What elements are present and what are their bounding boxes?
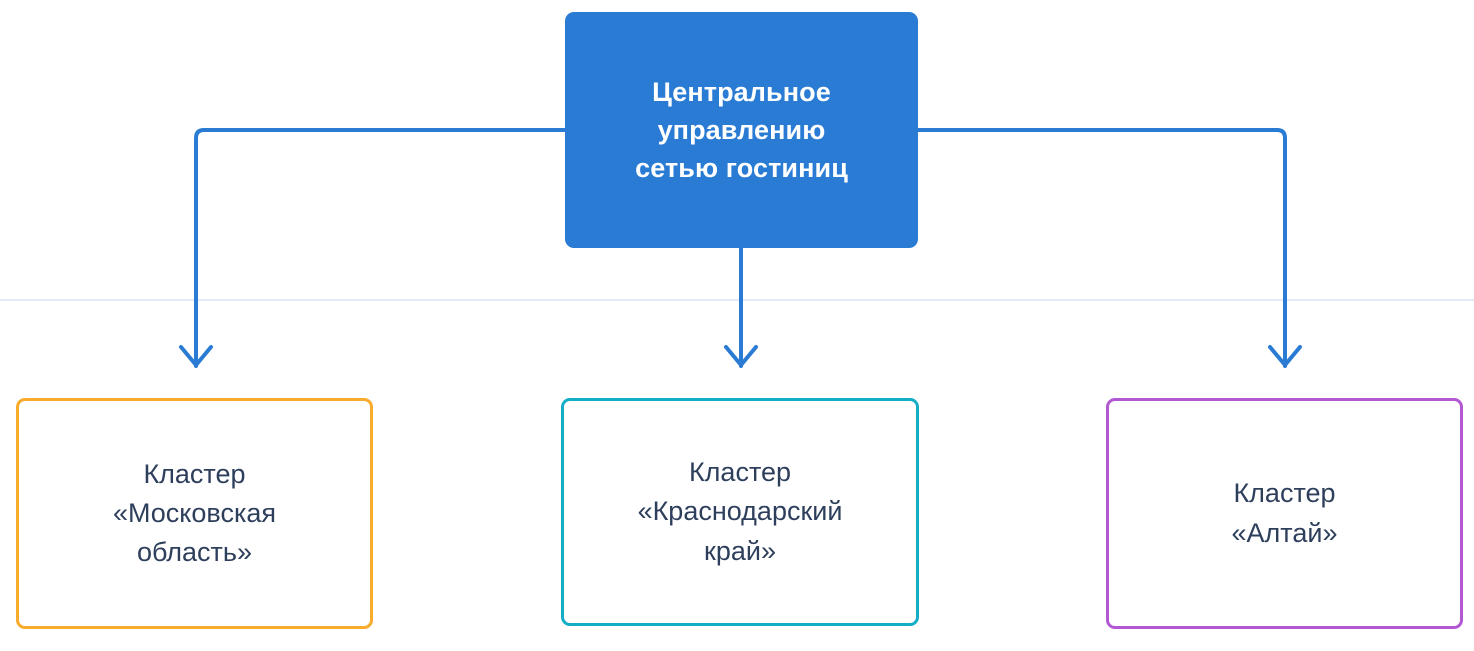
node-cluster-altai-label: Кластер «Алтай»: [1231, 478, 1338, 548]
node-central-management[interactable]: Центральное управлению сетью гостиниц: [565, 12, 918, 248]
node-cluster-altai[interactable]: Кластер «Алтай»: [1106, 398, 1463, 629]
node-central-management-label: Центральное управлению сетью гостиниц: [635, 76, 848, 184]
node-cluster-moscow-region-label: Кластер «Московская область»: [112, 458, 277, 568]
arrowhead-right: [1268, 345, 1302, 367]
arrowhead-center: [724, 345, 758, 367]
node-cluster-krasnodar-krai-label: Кластер «Краснодарский край»: [637, 457, 843, 566]
node-cluster-krasnodar-krai[interactable]: Кластер «Краснодарский край»: [561, 398, 919, 626]
horizontal-divider-line: [0, 299, 1474, 301]
connector-left-elbow: [194, 128, 567, 368]
connector-right-elbow: [916, 128, 1287, 368]
node-cluster-moscow-region[interactable]: Кластер «Московская область»: [16, 398, 373, 629]
arrowhead-left: [179, 345, 213, 367]
